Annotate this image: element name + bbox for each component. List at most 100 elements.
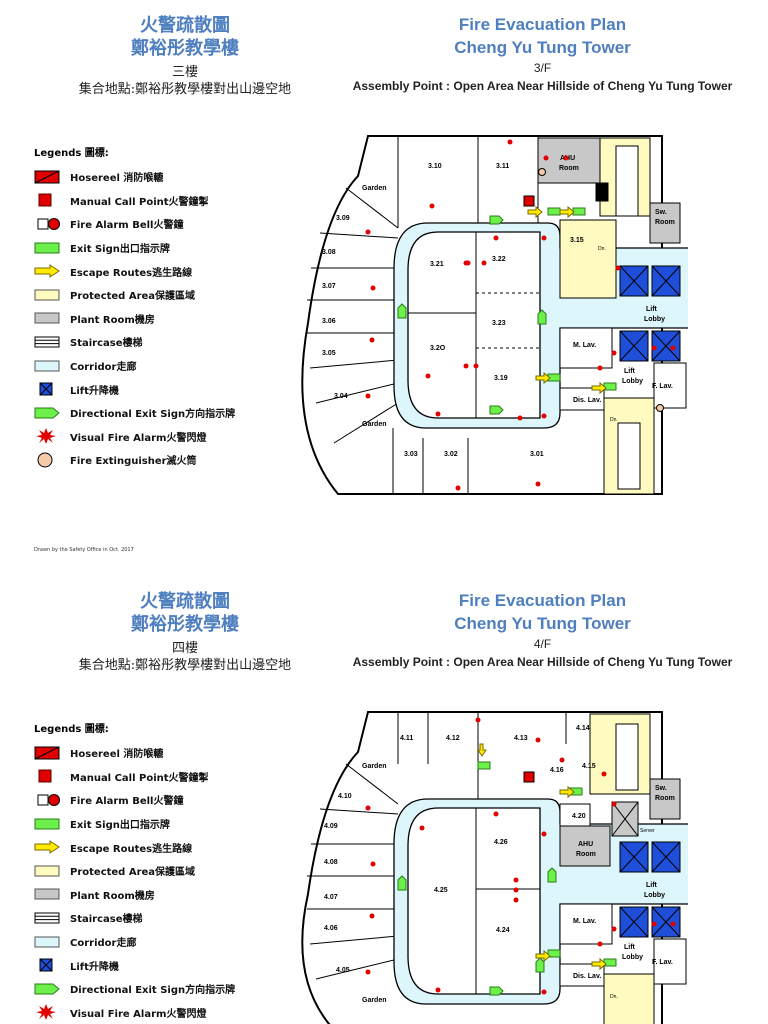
building-name-en: Cheng Yu Tung Tower — [454, 614, 631, 633]
lift-icon — [34, 381, 64, 397]
staircase-top — [615, 723, 639, 791]
plant-room-icon — [34, 310, 64, 326]
legend-item: Visual Fire Alarm火警閃燈 — [34, 1001, 294, 1024]
room-label: 4.20 — [572, 813, 586, 820]
room-label: Sw. — [655, 209, 667, 216]
room-label: Lift — [624, 944, 636, 951]
legend-label: Plant Room機房 — [70, 314, 155, 326]
fire-alarm-bell-icon — [34, 792, 64, 808]
legend-label: Escape Routes逃生路線 — [70, 843, 193, 855]
accessible-lavatory — [559, 963, 605, 987]
legend-label: Fire Extinguisher滅火筒 — [70, 456, 197, 468]
legend-label: Fire Alarm Bell火警鐘 — [70, 796, 184, 808]
alarm-dots — [365, 139, 676, 491]
assembly-point-en: Assembly Point : Open Area Near Hillside… — [352, 79, 733, 93]
room-label: Lobby — [644, 892, 665, 899]
floor-plan-sheet-3f: 火警疏散圖 鄭裕彤教學樓 三樓 集合地點:鄭裕彤教學樓對出山邊空地 Fire E… — [34, 15, 733, 553]
legend-item: Exit Sign出口指示牌 — [34, 236, 294, 260]
room-label: Garden — [362, 185, 387, 192]
room-label: 3.07 — [322, 283, 336, 290]
legend-item: Corridor走廊 — [34, 930, 294, 954]
escape-route-icon — [34, 839, 64, 855]
legend-label: Exit Sign出口指示牌 — [70, 244, 170, 256]
staircase-icon — [34, 334, 64, 350]
legend-item: Fire Alarm Bell火警鐘 — [34, 212, 294, 236]
room-label: 4.24 — [496, 927, 510, 934]
fire-extinguisher-icon — [34, 452, 64, 468]
directional-exit-sign-icon — [34, 981, 64, 997]
down-label: Dn. — [598, 246, 606, 252]
legend-item: Protected Area保護區域 — [34, 283, 294, 307]
exit-signs — [397, 207, 617, 415]
floor-plan-3f: 3.10 3.11 AHU Room Garden 3.09 3.08 3.07… — [301, 135, 688, 495]
fire-extinguishers — [538, 168, 664, 412]
room-label: 4.06 — [324, 925, 338, 932]
legend-item: Lift升降機 — [34, 953, 294, 977]
inner-classroom-block — [407, 231, 541, 419]
alarm-dots — [365, 717, 676, 995]
visual-fire-alarm-icon — [34, 428, 64, 445]
room-label: Garden — [362, 763, 387, 770]
legend-label: Exit Sign出口指示牌 — [70, 820, 170, 832]
legend: Legends 圖標: Hosereel 消防喉轆 Manual Call Po… — [34, 144, 294, 472]
legend-item: Manual Call Point火警鐘掣 — [34, 765, 294, 789]
room-label: 4.05 — [336, 967, 350, 974]
room-label: Room — [655, 795, 675, 802]
protected-stair-bottom — [603, 973, 655, 1024]
legend-label: Lift升降機 — [70, 385, 119, 397]
room-label: Garden — [362, 421, 387, 428]
assembly-point-zh: 集合地點:鄭裕彤教學樓對出山邊空地 — [78, 82, 292, 97]
room-label: 4.16 — [550, 767, 564, 774]
floor-zh: 三樓 — [171, 65, 198, 80]
room-label: F. Lav. — [652, 383, 673, 390]
legend-item: Fire Alarm Bell火警鐘 — [34, 788, 294, 812]
room-label: 3.03 — [404, 451, 418, 458]
legend-label: Manual Call Point火警鐘掣 — [70, 196, 209, 208]
inner-classroom-block — [407, 807, 541, 995]
hosereels — [523, 182, 609, 207]
legend-item: Hosereel 消防喉轆 — [34, 165, 294, 189]
legend-label: Visual Fire Alarm火警閃燈 — [70, 1008, 207, 1020]
floor-en: 4/F — [533, 637, 552, 651]
room-label: M. Lav. — [573, 918, 596, 925]
room-label: F. Lav. — [652, 959, 673, 966]
legend-item: Exit Sign出口指示牌 — [34, 812, 294, 836]
lift-icon — [34, 957, 64, 973]
legend-label: Staircase樓梯 — [70, 338, 143, 350]
lift-crosses — [619, 265, 681, 362]
building-name-zh: 鄭裕彤教學樓 — [131, 614, 239, 635]
room-label: Lobby — [644, 316, 665, 323]
building-name-en: Cheng Yu Tung Tower — [454, 38, 631, 57]
fan-room-walls — [307, 712, 567, 980]
legend-item: Lift升降機 — [34, 377, 294, 401]
lift-crosses — [611, 801, 681, 938]
title-en: Fire Evacuation Plan — [458, 15, 627, 34]
staircase-top — [615, 145, 639, 217]
room-label: 3.10 — [428, 163, 442, 170]
building-name-zh: 鄭裕彤教學樓 — [131, 38, 239, 59]
mens-lavatory — [559, 903, 613, 945]
room-label: 4.13 — [514, 735, 528, 742]
assembly-point-en: Assembly Point : Open Area Near Hillside… — [352, 655, 733, 669]
room-label: Dis. Lav. — [573, 397, 601, 404]
exit-sign-icon — [34, 816, 64, 832]
switch-room — [649, 778, 681, 820]
legend: Legends 圖標: Hosereel 消防喉轆 Manual Call Po… — [34, 720, 294, 1024]
room-label: Room — [655, 219, 675, 226]
room-label: AHU — [578, 841, 593, 848]
title-en: Fire Evacuation Plan — [458, 591, 627, 610]
down-label: Dn. — [610, 417, 618, 423]
room-label: Lift — [646, 882, 658, 889]
legend-item: Manual Call Point火警鐘掣 — [34, 189, 294, 213]
room-label: 3.19 — [494, 375, 508, 382]
hosereel-icon — [34, 745, 64, 761]
legend-item: Corridor走廊 — [34, 354, 294, 378]
protected-area-icon — [34, 287, 64, 303]
room-label: 4.15 — [582, 763, 596, 770]
legend-label: Corridor走廊 — [70, 938, 137, 950]
room-label: 3.04 — [334, 393, 348, 400]
legend-item: Hosereel 消防喉轆 — [34, 741, 294, 765]
title-zh: 火警疏散圖 — [140, 591, 230, 612]
legend-label: Lift升降機 — [70, 961, 119, 973]
room-label: Server — [640, 828, 655, 834]
